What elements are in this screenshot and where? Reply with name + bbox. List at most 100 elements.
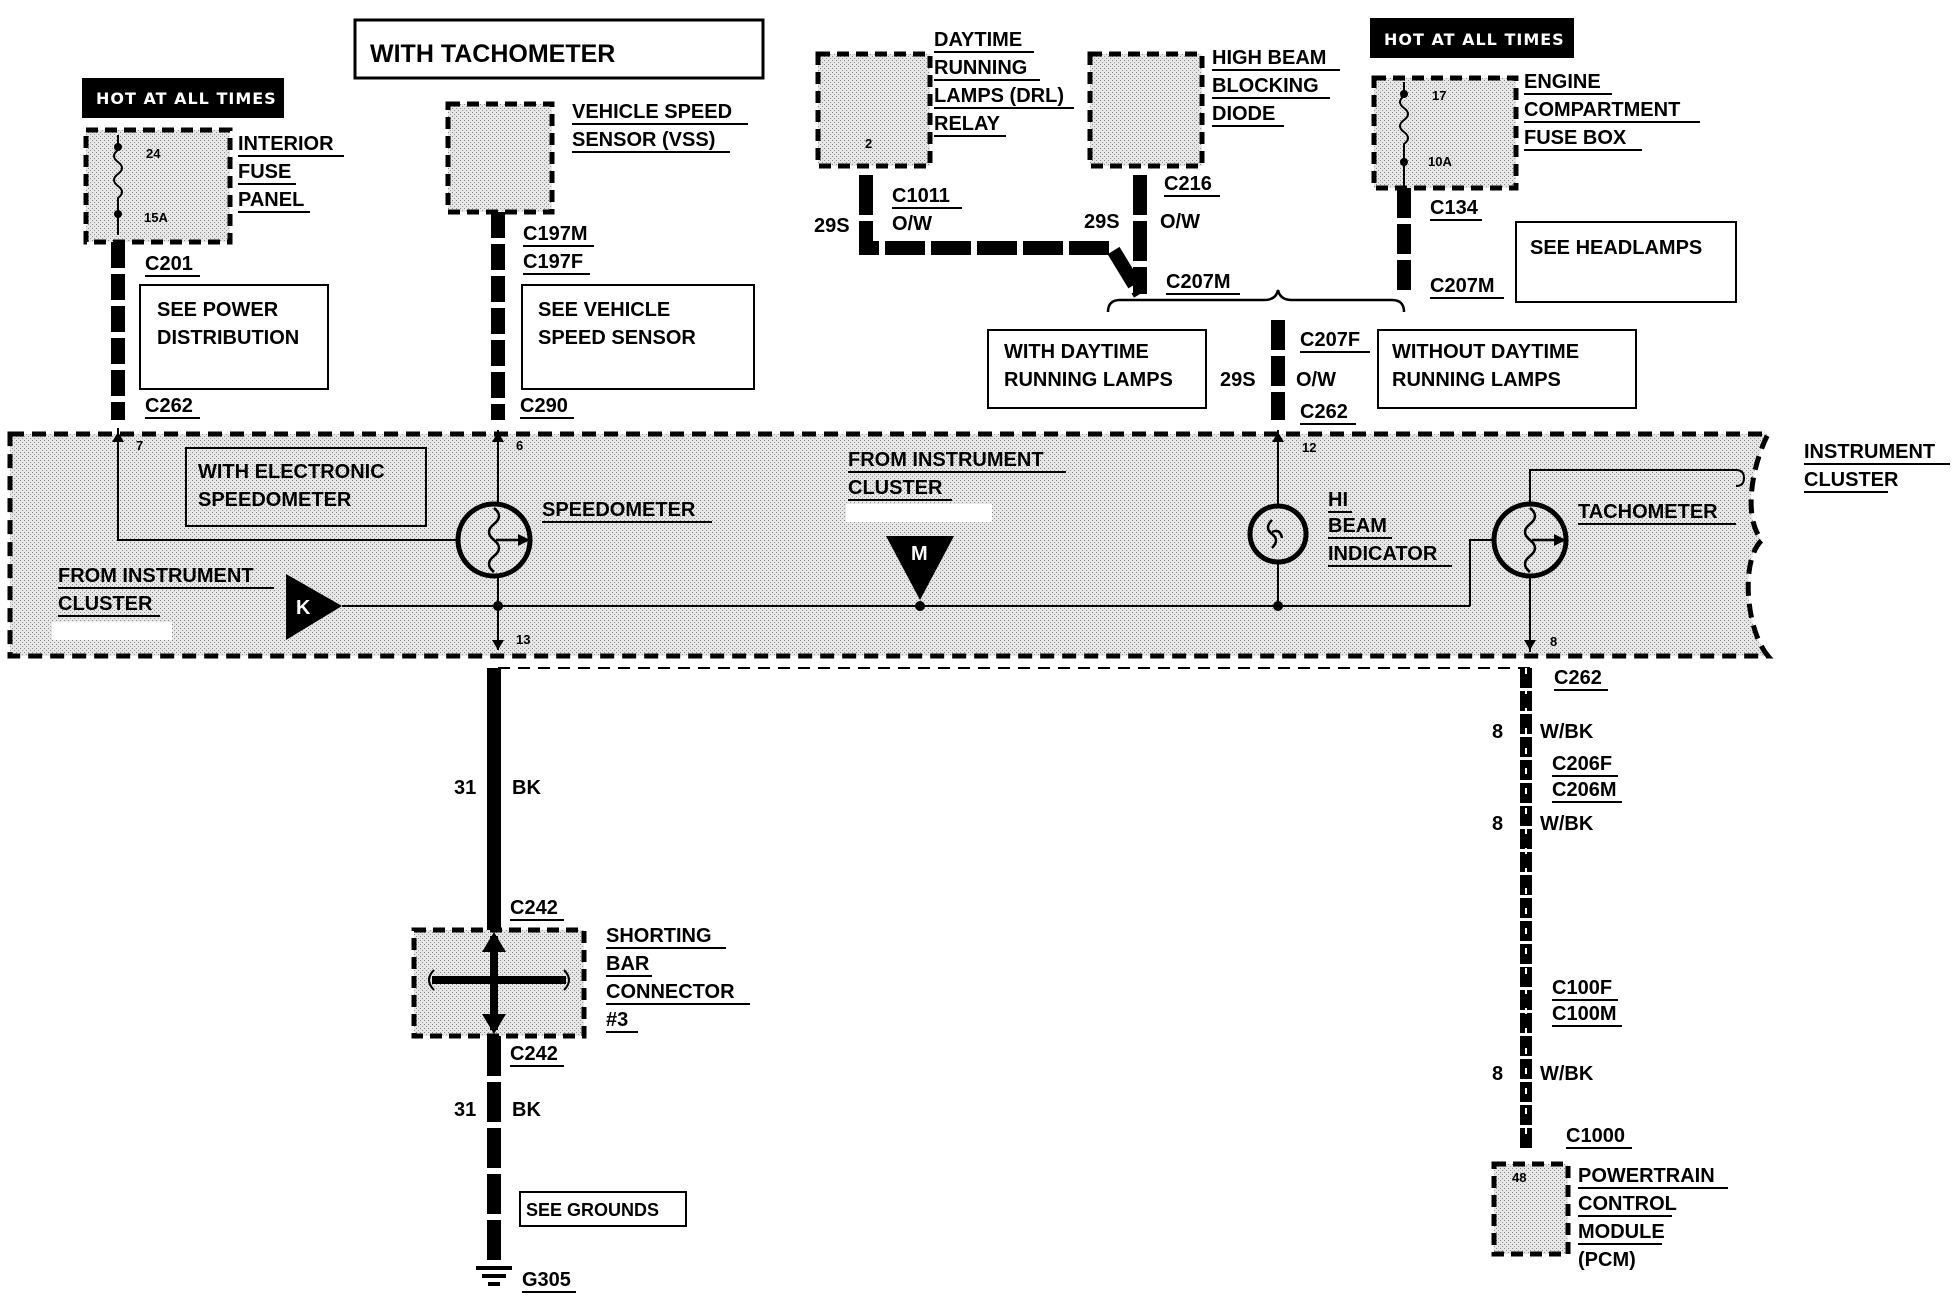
interior-fuse-label-3: PANEL: [238, 189, 304, 211]
fuse-terminal-icon: [114, 210, 122, 218]
pcm-label-4: (PCM): [1578, 1249, 1636, 1271]
diagram-title: WITH TACHOMETER: [370, 40, 615, 68]
hi-beam-label-3: INDICATOR: [1328, 543, 1438, 565]
connector-c197m: C197M: [523, 223, 587, 245]
note-see-power-distribution[interactable]: [139, 284, 329, 390]
shorting-bar-label-1: SHORTING: [606, 925, 712, 947]
hi-beam-indicator-lamp-icon: [1247, 503, 1309, 565]
shorting-bar-label-4: #3: [606, 1009, 628, 1031]
note-see-vss-1: SEE VEHICLE: [538, 299, 670, 321]
pcm-label-2: CONTROL: [1578, 1193, 1677, 1215]
note-see-power-2: DISTRIBUTION: [157, 327, 299, 349]
note-with-electronic-speedometer: [185, 447, 427, 527]
wire-wbk-c: W/BK: [1540, 1063, 1594, 1085]
instrument-cluster: [7, 431, 1774, 659]
pin7-trace: [117, 428, 458, 541]
instrument-cluster-label-2: CLUSTER: [1804, 469, 1899, 491]
vss-label-2: SENSOR (VSS): [572, 129, 715, 151]
connector-c216: C216: [1164, 173, 1212, 195]
fuse-terminal-icon: [1400, 90, 1408, 98]
wire-ow-b: O/W: [1160, 211, 1200, 233]
hi-beam-label-1: HI: [1328, 489, 1348, 511]
wire-31-a: 31: [454, 777, 476, 799]
shorting-bar-label-2: BAR: [606, 953, 650, 975]
connector-c100f: C100F: [1552, 977, 1612, 999]
connector-c206f: C206F: [1552, 753, 1612, 775]
cluster-pin-6: 6: [516, 438, 523, 453]
engine-fuse-label-3: FUSE BOX: [1524, 127, 1627, 149]
ground-icon: [476, 1266, 512, 1286]
note-see-grounds[interactable]: [519, 1191, 687, 1227]
wire-8-b: 8: [1492, 813, 1503, 835]
note-without-drl: [1377, 329, 1637, 409]
drl-label-1: DAYTIME: [934, 29, 1022, 51]
connector-c262-b: C262: [1300, 401, 1348, 423]
note-with-elec-1: WITH ELECTRONIC: [198, 461, 385, 483]
vehicle-speed-sensor: [445, 101, 555, 215]
hot-at-all-times-banner-2: [1370, 18, 1574, 58]
fuse-10a-icon: [1399, 82, 1409, 186]
note-without-drl-2: RUNNING LAMPS: [1392, 369, 1561, 391]
interior-fuse-panel: [83, 127, 233, 245]
note-with-elec-2: SPEEDOMETER: [198, 489, 352, 511]
wire-bk-a: BK: [512, 777, 541, 799]
connector-c207m-b: C207M: [1430, 275, 1494, 297]
engine-compartment-fuse-box: [1371, 75, 1519, 191]
note-see-headlamps-label: SEE HEADLAMPS: [1530, 237, 1702, 259]
drl-relay-pin: 2: [865, 136, 872, 151]
wire-ow-c: O/W: [1296, 369, 1336, 391]
fuse-rating-10a: 10A: [1428, 154, 1452, 169]
pcm-pin-48: 48: [1512, 1170, 1526, 1185]
shorting-bar-label-3: CONNECTOR: [606, 981, 735, 1003]
wire-31-b: 31: [454, 1099, 476, 1121]
hi-beam-label-2: BEAM: [1328, 515, 1387, 537]
from-cluster-k-2: CLUSTER: [58, 593, 153, 615]
drl-label-4: RELAY: [934, 113, 1001, 135]
drl-label-2: RUNNING: [934, 57, 1027, 79]
vss-label-1: VEHICLE SPEED: [572, 101, 732, 123]
hb-diode-label-2: BLOCKING: [1212, 75, 1319, 97]
ground-g305: G305: [522, 1269, 571, 1291]
note-see-vehicle-speed-sensor[interactable]: [521, 284, 755, 390]
hot-at-all-times-label-2: HOT AT ALL TIMES: [1384, 30, 1565, 49]
from-cluster-k-1: FROM INSTRUMENT: [58, 565, 254, 587]
connector-c290: C290: [520, 395, 568, 417]
tachometer-label: TACHOMETER: [1578, 501, 1718, 523]
wire-29s-a: 29S: [814, 215, 850, 237]
note-see-headlamps[interactable]: [1515, 221, 1737, 303]
cluster-pin-8: 8: [1550, 634, 1557, 649]
from-cluster-m-2: CLUSTER: [848, 477, 943, 499]
wire-bk-b: BK: [512, 1099, 541, 1121]
cluster-pin-7: 7: [136, 438, 143, 453]
wire-drl-relay: [859, 175, 1146, 298]
title-box: [353, 18, 765, 80]
connector-c1000: C1000: [1566, 1125, 1625, 1147]
engine-fuse-label-1: ENGINE: [1524, 71, 1601, 93]
connector-c207m-a: C207M: [1166, 271, 1230, 293]
hb-diode-label-1: HIGH BEAM: [1212, 47, 1326, 69]
note-see-vss-2: SPEED SENSOR: [538, 327, 696, 349]
from-cluster-m-1: FROM INSTRUMENT: [848, 449, 1044, 471]
connector-c262-a: C262: [145, 395, 193, 417]
fuse-15a-icon: [113, 135, 123, 235]
pcm-label-3: MODULE: [1578, 1221, 1665, 1243]
interior-fuse-label-1: INTERIOR: [238, 133, 334, 155]
powertrain-control-module: [1491, 1161, 1571, 1257]
engine-fuse-label-2: COMPARTMENT: [1524, 99, 1680, 121]
connector-c100m: C100M: [1552, 1003, 1616, 1025]
fuse-rating-15a: 15A: [144, 210, 168, 225]
note-see-power-1: SEE POWER: [157, 299, 279, 321]
marker-m-icon: [886, 536, 954, 600]
connector-c242-b: C242: [510, 1043, 558, 1065]
connector-c207f: C207F: [1300, 329, 1360, 351]
wire-wbk-b: W/BK: [1540, 813, 1594, 835]
pcm-label-1: POWERTRAIN: [1578, 1165, 1715, 1187]
blank-label-m: [846, 504, 992, 522]
instrument-cluster-label-1: INSTRUMENT: [1804, 441, 1935, 463]
wire-29s-b: 29S: [1084, 211, 1120, 233]
marker-m-label: M: [911, 543, 928, 565]
note-see-grounds-label: SEE GROUNDS: [526, 1200, 659, 1220]
tach-trace: [1529, 469, 1746, 652]
cluster-pin-12: 12: [1302, 440, 1316, 455]
connector-c242-a: C242: [510, 897, 558, 919]
